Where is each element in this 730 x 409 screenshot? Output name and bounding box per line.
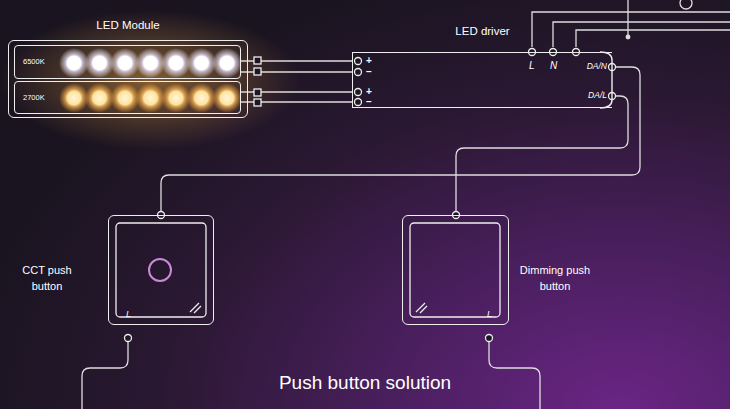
- mains-wire: [576, 30, 730, 47]
- terminal-label: L: [529, 61, 535, 71]
- terminal-square: [254, 68, 261, 75]
- wires: [82, 0, 730, 409]
- terminal: [680, 0, 692, 9]
- button-details: [116, 223, 500, 317]
- terminal-label: L: [126, 309, 131, 319]
- bus-wire: [627, 0, 628, 36]
- mains-wire: [553, 22, 730, 47]
- led: [212, 83, 242, 113]
- module-title: LED Module: [9, 19, 247, 31]
- led-module: LED Module6500K2700K: [8, 40, 248, 118]
- button-label: Dimming push button: [519, 263, 591, 295]
- terminal-label: N: [550, 61, 557, 71]
- warm-halo: [0, 10, 300, 150]
- terminal: [355, 89, 362, 96]
- wire-connector: [161, 67, 640, 215]
- terminal: [125, 335, 132, 342]
- terminal-square: [254, 89, 261, 96]
- driver-edge: [600, 52, 612, 108]
- button-face: [410, 223, 500, 317]
- supply-wire: [82, 342, 128, 409]
- terminal-label: –: [366, 67, 372, 77]
- button-label: CCT push button: [9, 263, 85, 295]
- glass-mark: [190, 303, 201, 313]
- glass-mark: [416, 303, 427, 313]
- terminal: [355, 69, 362, 76]
- terminal: [486, 335, 493, 342]
- wire-connector: [456, 96, 628, 215]
- led-driver: LED driver: [352, 52, 612, 108]
- terminal-label: –: [366, 97, 372, 107]
- terminal-label: +: [366, 87, 372, 97]
- mains-wire: [532, 12, 730, 47]
- cct-ring: [149, 259, 171, 281]
- driver-title: LED driver: [353, 25, 612, 37]
- led-channel: 6500K: [14, 45, 241, 79]
- led-channel: 2700K: [14, 81, 241, 114]
- terminal-label: L: [487, 309, 492, 319]
- caption: Push button solution: [0, 372, 730, 394]
- junction-dot: [626, 35, 630, 39]
- terminal-label: +: [366, 56, 372, 66]
- terminal: [355, 99, 362, 106]
- button-face: [116, 223, 206, 317]
- color-temperature: 6500K: [23, 57, 45, 66]
- push-button: CCT push buttonL: [108, 215, 214, 325]
- terminals: [125, 49, 616, 342]
- color-temperature: 2700K: [23, 93, 45, 102]
- push-button: Dimming push buttonL: [402, 215, 509, 325]
- terminal-label: DA/N: [577, 62, 607, 71]
- led: [212, 48, 242, 78]
- terminal-label: DA/L: [577, 91, 607, 100]
- terminal-square: [254, 57, 261, 64]
- supply-wire: [489, 342, 540, 409]
- terminal-square: [254, 99, 261, 106]
- terminal: [355, 58, 362, 65]
